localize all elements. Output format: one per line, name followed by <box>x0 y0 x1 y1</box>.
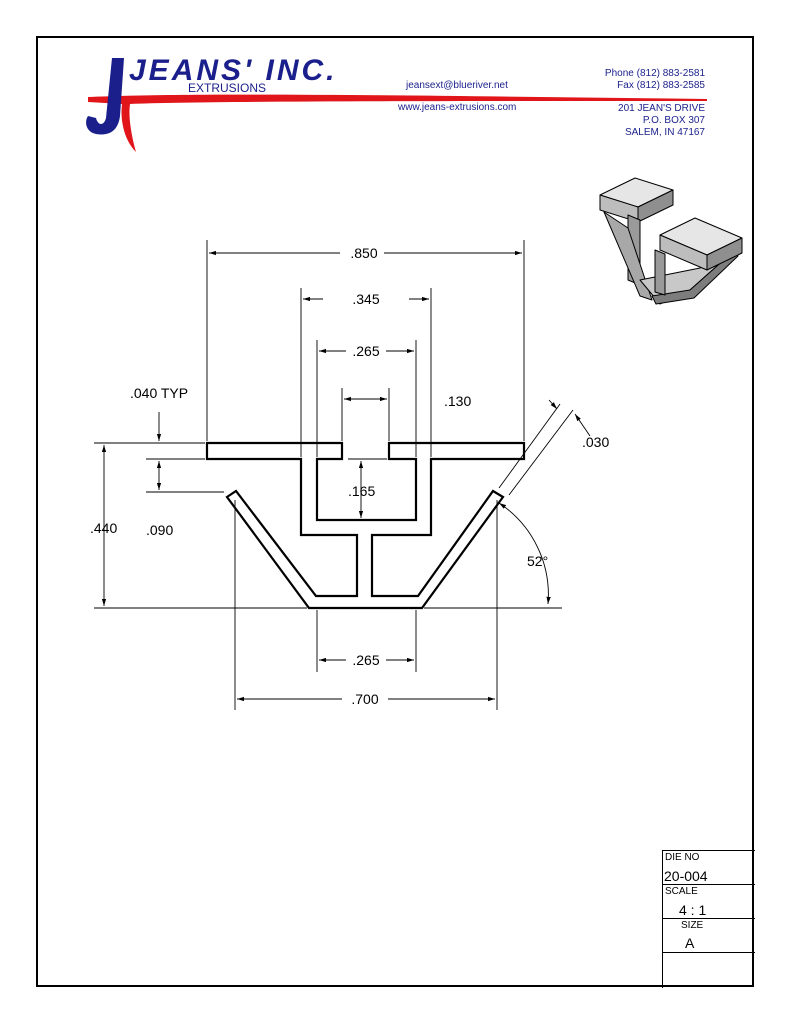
dimension-labels: .850 .345 .265 .130 .040 TYP .165 .440 .… <box>90 245 609 707</box>
scale-value: 4 : 1 <box>679 902 707 918</box>
size-value: A <box>685 935 695 951</box>
logo-subtitle: EXTRUSIONS <box>188 81 266 95</box>
dim-bottom-width: .265 <box>352 652 379 668</box>
scale-label: SCALE <box>665 886 698 897</box>
scale-cell: SCALE 4 : 1 <box>662 884 755 918</box>
logo-text: JEANS' INC. <box>129 54 338 87</box>
dim-flange-offset: .090 <box>146 522 173 538</box>
dim-total-height: .440 <box>90 520 117 536</box>
dim-angle: 52° <box>527 553 548 569</box>
dim-gap: .130 <box>444 393 471 409</box>
title-block: DIE NO 20-004 SCALE 4 : 1 SIZE A <box>662 850 755 988</box>
blank-cell <box>662 953 755 988</box>
size-cell: SIZE A <box>662 918 755 953</box>
phone-text: Phone (812) 883-2581 <box>605 68 706 79</box>
dim-base-span: .700 <box>351 691 378 707</box>
isometric-view <box>599 177 743 305</box>
address-line-1: 201 JEAN'S DRIVE <box>618 103 705 114</box>
die-no-cell: DIE NO 20-004 <box>662 850 755 884</box>
dimension-lines <box>94 240 591 710</box>
dim-overall-width: .850 <box>350 245 377 261</box>
dim-slot-depth: .165 <box>348 483 375 499</box>
email-text: jeansext@blueriver.net <box>405 80 508 91</box>
die-no-label: DIE NO <box>665 852 700 863</box>
size-label: SIZE <box>681 920 704 931</box>
extrusion-profile <box>205 441 526 610</box>
dim-arm-thickness: .030 <box>582 434 609 450</box>
company-logo: JEANS' INC. EXTRUSIONS <box>86 54 707 152</box>
dim-slot-width: .265 <box>352 343 379 359</box>
fax-text: Fax (812) 883-2585 <box>617 80 705 91</box>
drawing-border <box>36 36 754 987</box>
die-no-value: 20-004 <box>664 868 708 884</box>
website-text: www.jeans-extrusions.com <box>397 102 516 113</box>
address-line-3: SALEM, IN 47167 <box>625 127 705 138</box>
address-line-2: P.O. BOX 307 <box>643 115 706 126</box>
dim-inner-top: .345 <box>352 291 379 307</box>
dim-wall-typ: .040 TYP <box>130 385 188 401</box>
